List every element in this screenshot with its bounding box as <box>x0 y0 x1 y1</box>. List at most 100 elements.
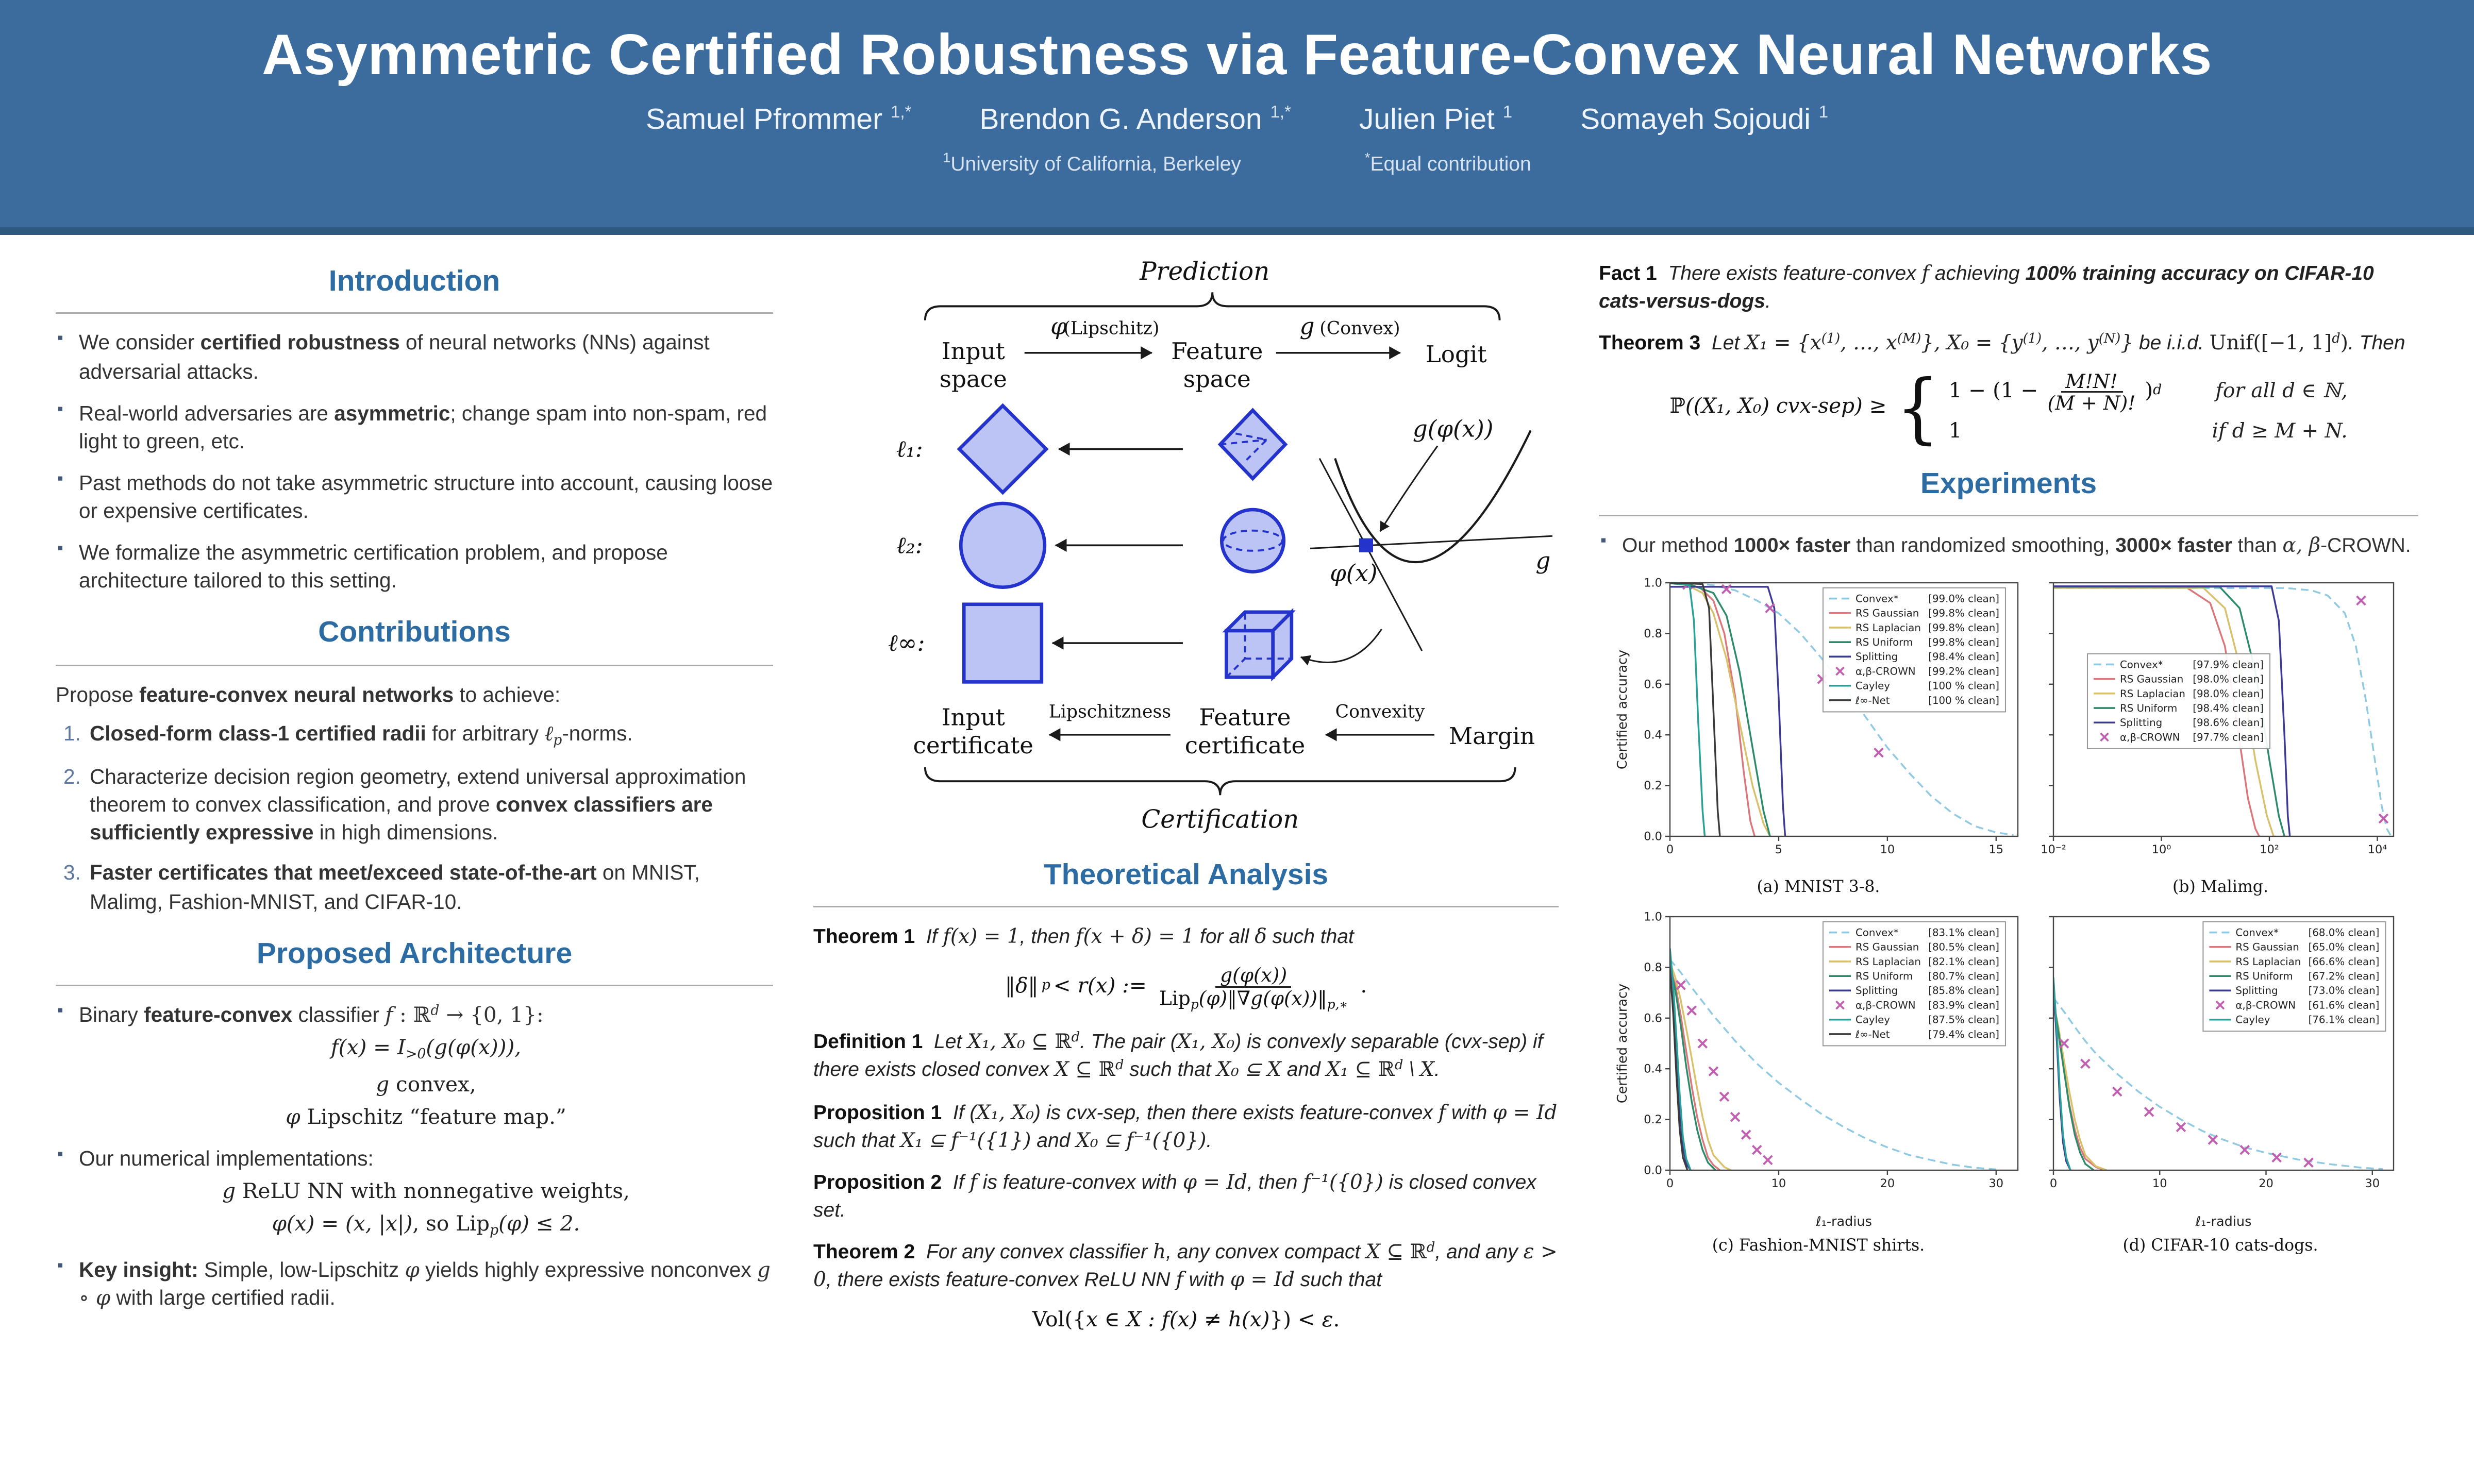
author: Brendon G. Anderson 1,* <box>979 104 1291 137</box>
svg-text:[97.9% clean]: [97.9% clean] <box>2193 659 2264 671</box>
prediction-certification-diagram: Prediction Input space φ (Lipschitz) Fea… <box>813 257 1559 837</box>
architecture-bullets: Binary feature-convex classifier f : ℝd … <box>56 1000 773 1312</box>
g-curve-label: g <box>1535 547 1550 574</box>
fact-1: Fact 1 There exists feature-convex f ach… <box>1599 261 2374 313</box>
svg-text:10: 10 <box>1880 844 1895 857</box>
svg-text:0.8: 0.8 <box>1644 962 1662 975</box>
contributions-list: Closed-form class-1 certified radii for … <box>56 720 773 916</box>
svg-text:[98.0% clean]: [98.0% clean] <box>2193 688 2264 700</box>
section-heading-contributions: Contributions <box>56 614 773 666</box>
svg-text:0: 0 <box>2050 1177 2057 1191</box>
svg-text:[73.0% clean]: [73.0% clean] <box>2309 985 2380 997</box>
svg-text:0.6: 0.6 <box>1644 1012 1662 1025</box>
svg-text:RS Laplacian: RS Laplacian <box>1855 622 1921 634</box>
g-function-curve <box>1334 430 1532 564</box>
section-heading-introduction: Introduction <box>56 263 773 315</box>
prediction-label: Prediction <box>1139 257 1269 286</box>
phi-label: φ <box>1050 313 1067 340</box>
section-heading-theoretical-analysis: Theoretical Analysis <box>813 856 1559 907</box>
list-item: Faster certificates that meet/exceed sta… <box>87 860 773 916</box>
svg-text:RS Gaussian: RS Gaussian <box>1855 942 1919 954</box>
bullet-item: We consider certified robustness of neur… <box>56 328 773 385</box>
svg-text:Splitting: Splitting <box>2120 717 2162 729</box>
prediction-brace <box>924 292 1501 321</box>
bullet-item: Binary feature-convex classifier f : ℝd … <box>56 1000 773 1131</box>
svg-text:1.0: 1.0 <box>1644 910 1662 924</box>
author: Somayeh Sojoudi 1 <box>1580 104 1829 137</box>
svg-text:α,β-CROWN: α,β-CROWN <box>2235 1000 2296 1011</box>
svg-text:[97.7% clean]: [97.7% clean] <box>2193 732 2264 744</box>
middle-column: Prediction Input space φ (Lipschitz) Fea… <box>813 257 1559 1353</box>
section-heading-experiments: Experiments <box>1599 465 2418 517</box>
svg-text:Cayley: Cayley <box>1855 681 1890 693</box>
svg-text:ℓ∞-Net: ℓ∞-Net <box>1855 695 1890 707</box>
linf-square-shape <box>962 602 1044 684</box>
graph-axis <box>1310 535 1553 549</box>
svg-text:Convex*: Convex* <box>1855 593 1899 605</box>
svg-text:0: 0 <box>1666 844 1674 857</box>
chart-caption: (c) Fashion-MNIST shirts. <box>1712 1237 1925 1256</box>
svg-text:[98.6% clean]: [98.6% clean] <box>2193 717 2264 729</box>
svg-text:[83.9% clean]: [83.9% clean] <box>1928 1000 1999 1011</box>
poster-header: Asymmetric Certified Robustness via Feat… <box>0 0 2474 235</box>
svg-text:RS Uniform: RS Uniform <box>2120 703 2177 715</box>
affiliation-line: 1University of California, Berkeley *Equ… <box>0 150 2474 176</box>
svg-text:[82.1% clean]: [82.1% clean] <box>1928 956 1999 968</box>
svg-text:[100 % clean]: [100 % clean] <box>1928 695 1999 707</box>
svg-text:15: 15 <box>1988 844 2003 857</box>
bullet-item: Our method 1000× faster than randomized … <box>1599 530 2418 560</box>
svg-text:certificate: certificate <box>1185 732 1305 759</box>
linf-label: ℓ∞: <box>888 629 925 656</box>
bullet-item: Our numerical implementations: g ReLU NN… <box>56 1144 773 1242</box>
svg-text:0.4: 0.4 <box>1644 729 1662 743</box>
bullet-item: Key insight: Simple, low-Lipschitz φ yie… <box>56 1255 773 1312</box>
l2-label: ℓ₂: <box>896 531 923 559</box>
svg-text:[85.8% clean]: [85.8% clean] <box>1928 985 1999 997</box>
tangent-line <box>1318 458 1423 651</box>
svg-text:10: 10 <box>1771 1177 1786 1191</box>
formula-line: g convex, <box>376 1072 476 1098</box>
diagram-svg: Prediction Input space φ (Lipschitz) Fea… <box>888 257 1553 834</box>
svg-text:[65.0% clean]: [65.0% clean] <box>2309 942 2380 954</box>
chart-caption: (a) MNIST 3-8. <box>1757 879 1880 898</box>
svg-text:Cayley: Cayley <box>2235 1015 2270 1026</box>
input-space-label: Input <box>942 338 1005 365</box>
certification-brace <box>924 767 1516 796</box>
svg-text:RS Uniform: RS Uniform <box>1855 971 1913 983</box>
theorem-3-formula: ℙ((X₁, X₀) cvx-sep) ≥ { 1 − (1 − M!N!(M … <box>1669 364 2348 452</box>
theorem-3: Theorem 3 Let X₁ = {x(1), …, x(M)}, X₀ =… <box>1599 330 2405 355</box>
svg-text:[68.0% clean]: [68.0% clean] <box>2309 927 2380 939</box>
list-item: Closed-form class-1 certified radii for … <box>87 720 773 752</box>
svg-text:0.4: 0.4 <box>1644 1063 1662 1076</box>
bullet-item: We formalize the asymmetric certificatio… <box>56 538 773 595</box>
theorem-2: Theorem 2 For any convex classifier h, a… <box>813 1239 1558 1292</box>
formula-line: f(x) = I>0(g(φ(x))), <box>330 1036 522 1064</box>
svg-text:[61.6% clean]: [61.6% clean] <box>2309 1000 2380 1011</box>
author: Julien Piet 1 <box>1359 104 1513 137</box>
svg-text:10⁻²: 10⁻² <box>2041 844 2066 857</box>
theorem-2-formula: Vol({x ∈ X : f(x) ≠ h(x)}) < ε. <box>1032 1308 1340 1333</box>
svg-text:RS Gaussian: RS Gaussian <box>2235 942 2299 954</box>
svg-text:[83.1% clean]: [83.1% clean] <box>1928 927 1999 939</box>
left-column: Introduction We consider certified robus… <box>56 260 773 1326</box>
svg-text:Cayley: Cayley <box>1855 1015 1890 1026</box>
svg-text:RS Uniform: RS Uniform <box>1855 637 1913 649</box>
svg-text:[76.1% clean]: [76.1% clean] <box>2309 1015 2380 1026</box>
svg-text:[98.4% clean]: [98.4% clean] <box>1928 651 1999 663</box>
svg-text:Convex*: Convex* <box>1855 927 1899 939</box>
svg-text:0.0: 0.0 <box>1644 831 1662 844</box>
certification-label: Certification <box>1141 805 1299 834</box>
l2-circle-shape <box>959 501 1047 589</box>
svg-text:certificate: certificate <box>913 732 1033 759</box>
introduction-bullets: We consider certified robustness of neur… <box>56 328 773 595</box>
affiliation: 1University of California, Berkeley <box>943 150 1241 176</box>
svg-text:[80.5% clean]: [80.5% clean] <box>1928 942 1999 954</box>
lipschitzness-label: Lipschitzness <box>1049 702 1171 722</box>
equal-contribution-note: *Equal contribution <box>1364 150 1531 176</box>
svg-text:[98.4% clean]: [98.4% clean] <box>2193 703 2264 715</box>
